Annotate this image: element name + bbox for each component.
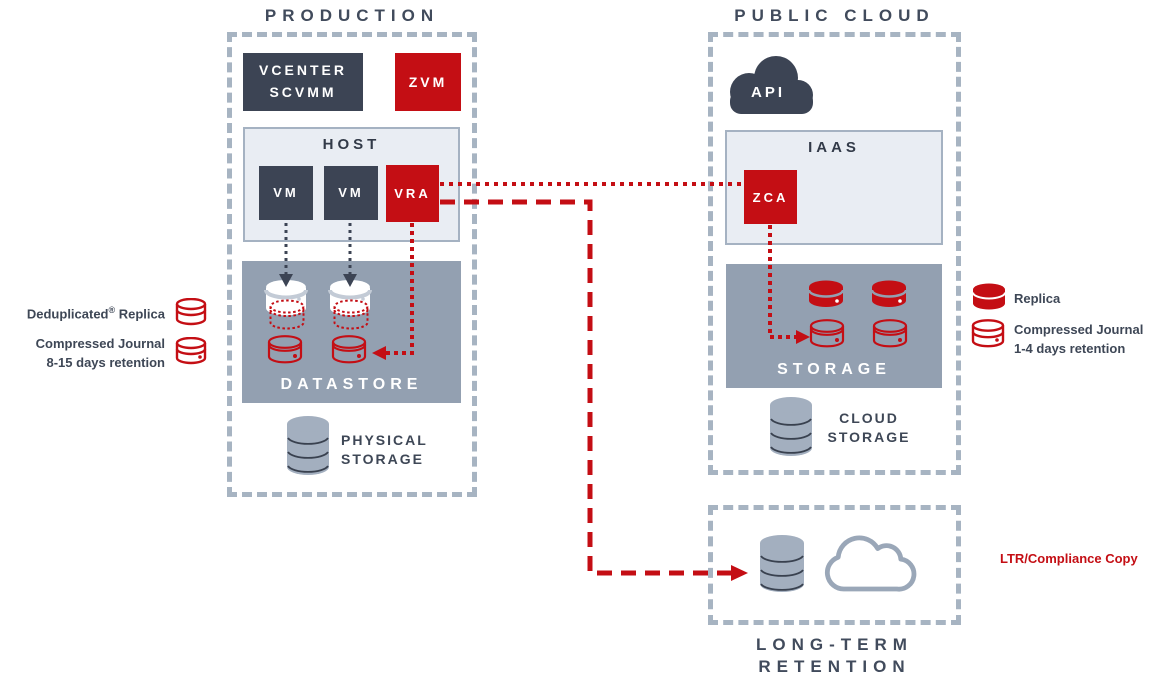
physical-storage-database-icon [284, 414, 332, 478]
dedup-replica-label: Deduplicated® Replica [26, 305, 165, 322]
replica-cylinder-icon [807, 279, 845, 309]
ltr-database-icon [757, 533, 807, 595]
dedup-replica-cylinder-icon [175, 298, 207, 326]
vm-box-1: VM [259, 166, 313, 220]
vm-box-2: VM [324, 166, 378, 220]
dedup-journal-dotted-cylinder-icon [332, 299, 370, 331]
iaas-title: IAAS [808, 139, 860, 156]
vcenter-scvmm-box: VCENTER SCVMM [243, 53, 363, 111]
vcenter-label-line2: SCVMM [269, 84, 337, 100]
replica-annotation-label: Replica [1014, 291, 1061, 306]
datastore-label: DATASTORE [280, 376, 423, 393]
journal-cylinder-icon [872, 319, 908, 349]
zvm-box: ZVM [395, 53, 461, 111]
cloud-storage-label: CLOUD STORAGE [827, 410, 911, 445]
replica-cylinder-icon [870, 279, 908, 309]
ltr-title: LONG-TERM RETENTION [756, 635, 913, 676]
vcenter-label-line1: VCENTER [259, 62, 347, 79]
storage-label: STORAGE [777, 361, 891, 378]
public-cloud-title: PUBLIC CLOUD [734, 6, 935, 25]
compressed-journal-label-left: Compressed Journal 8-15 days retention [35, 336, 165, 370]
registered-mark: ® [108, 305, 116, 315]
physical-storage-label-line2: STORAGE [341, 451, 424, 467]
dedup-journal-dotted-cylinder-icon [268, 299, 306, 331]
journal-cylinder-icon [809, 319, 845, 349]
compressed-journal-cylinder-icon [175, 337, 207, 365]
physical-storage-label: PHYSICAL STORAGE [341, 431, 428, 469]
physical-storage-label-line1: PHYSICAL [341, 432, 428, 448]
compressed-journal-cylinder-icon [971, 319, 1005, 349]
zca-box: ZCA [744, 170, 797, 224]
ltr-compliance-label: LTR/Compliance Copy [1000, 551, 1138, 566]
ltr-cloud-icon [817, 528, 923, 598]
host-title: HOST [322, 136, 381, 153]
vm-disk-cylinder-icon [327, 279, 373, 319]
production-title: PRODUCTION [264, 6, 440, 25]
compressed-journal-label-right: Compressed Journal 1-4 days retention [1014, 322, 1144, 356]
api-label: API [750, 84, 785, 101]
replica-annotation-cylinder-icon [971, 282, 1007, 312]
vm-disk-cylinder-icon [263, 279, 309, 319]
journal-cylinder-icon [267, 335, 303, 365]
vra-box: VRA [386, 165, 439, 222]
journal-cylinder-icon [331, 335, 367, 365]
cloud-storage-database-icon [767, 395, 815, 459]
vra-ltr-dashed-arrow [440, 199, 748, 581]
api-cloud-icon [718, 50, 820, 116]
